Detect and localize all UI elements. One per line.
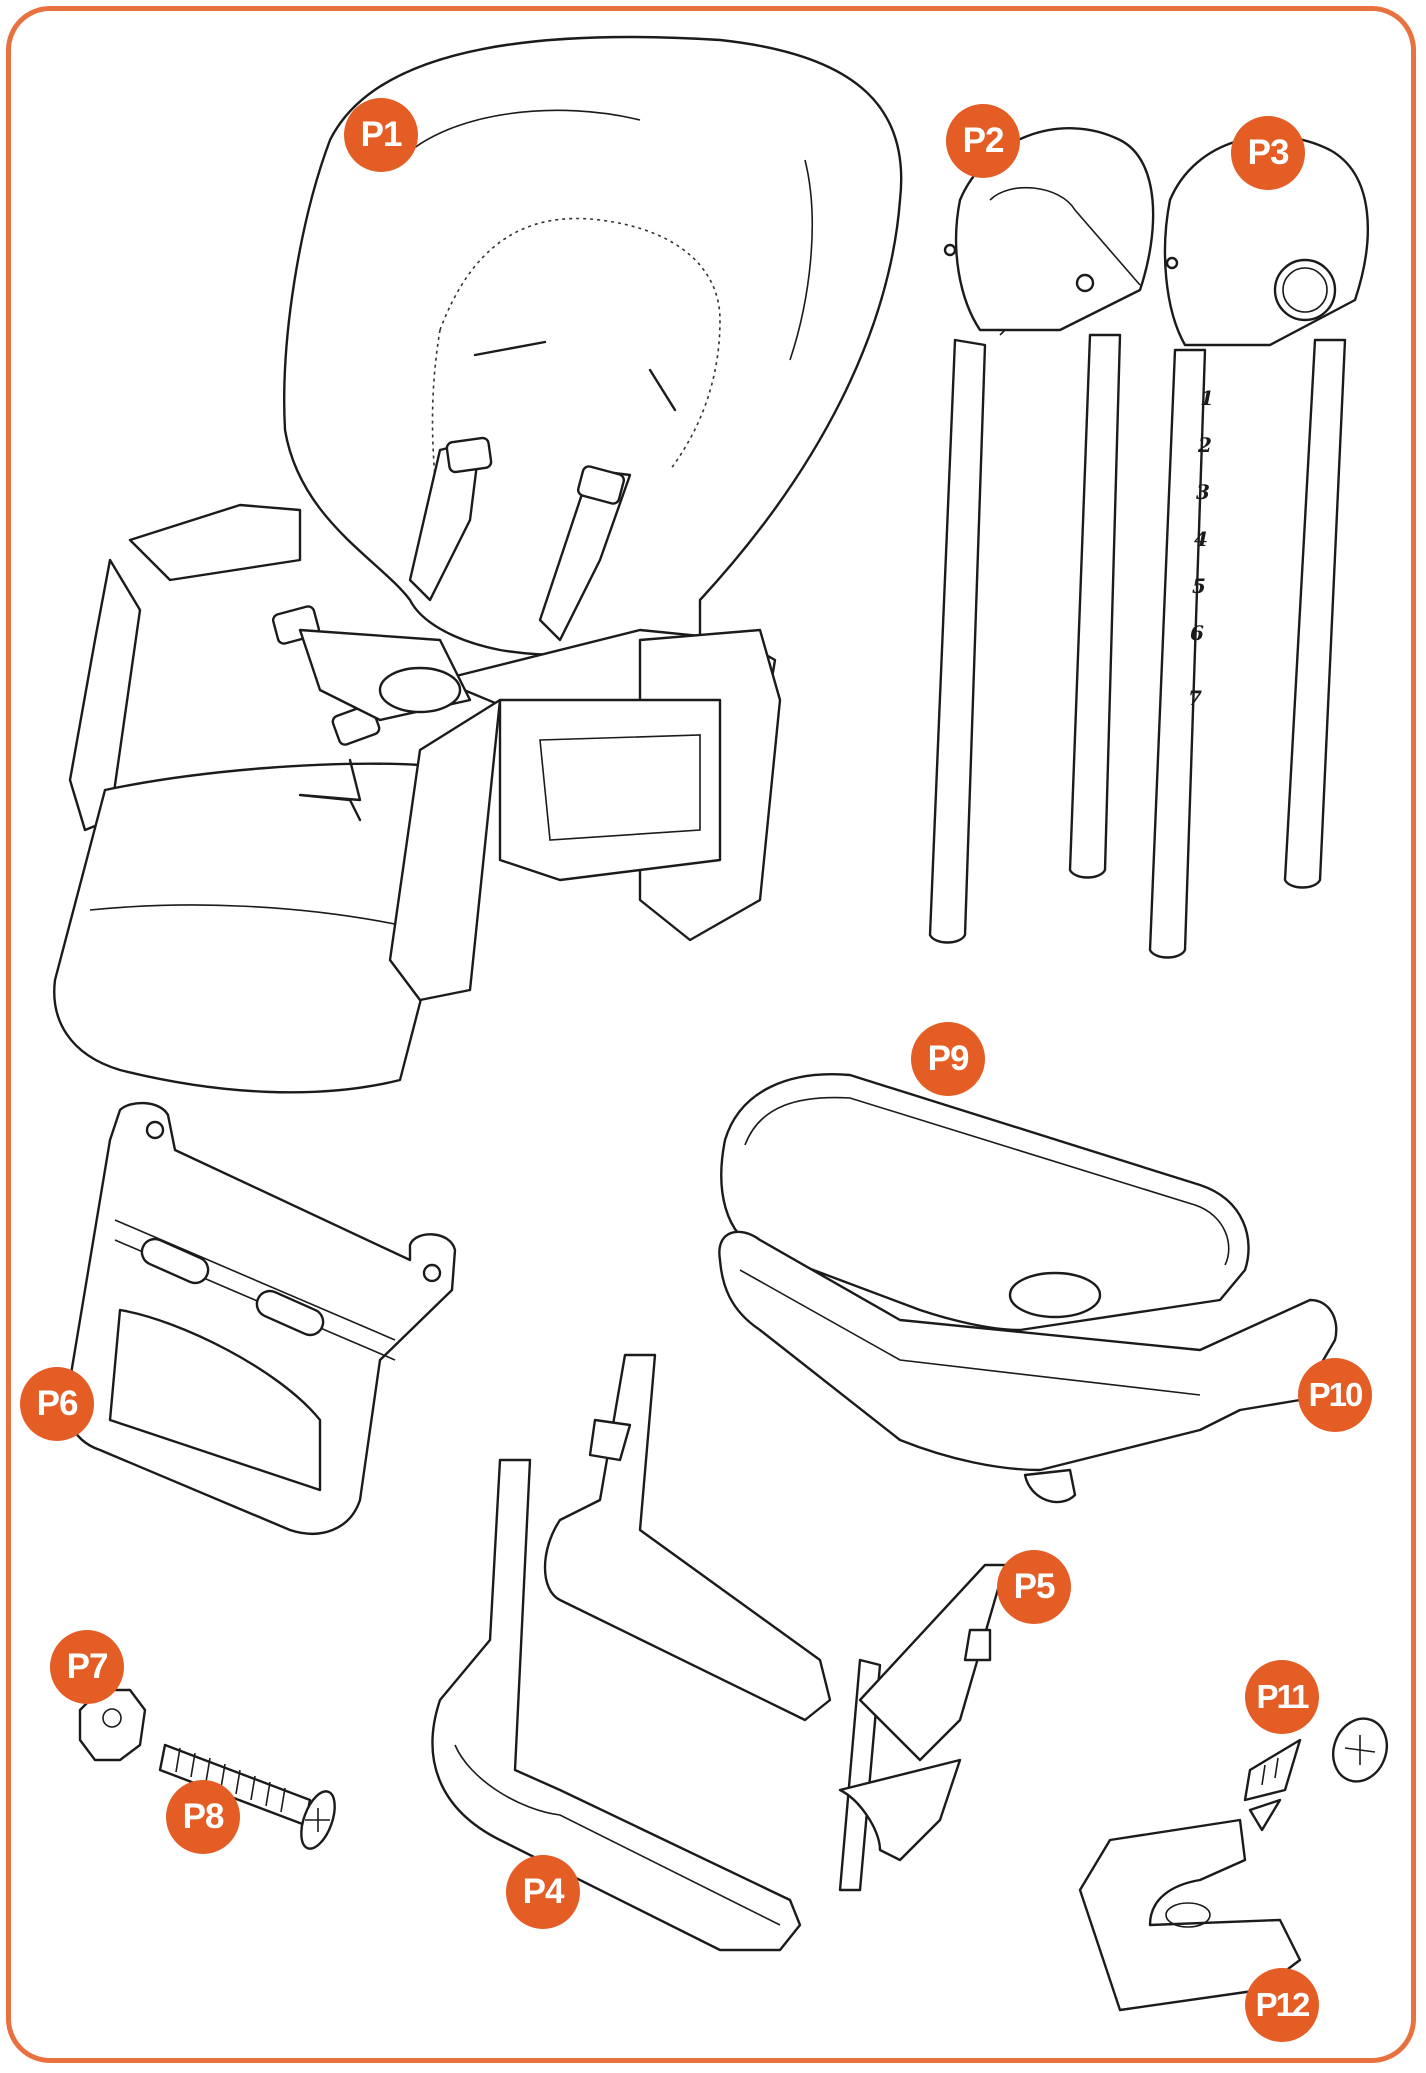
scale-mark-2: 2 — [1197, 433, 1212, 457]
bracket-part-drawing — [1078, 1818, 1302, 2012]
part-label-p5: P5 — [997, 1550, 1071, 1624]
part-label-p9: P9 — [911, 1022, 985, 1096]
part-label-p2: P2 — [946, 104, 1020, 178]
scale-mark-1: 1 — [1200, 386, 1214, 410]
part-label-p8: P8 — [166, 1780, 240, 1854]
screw-part-drawing — [1243, 1717, 1388, 1832]
part-label-p3: P3 — [1231, 116, 1305, 190]
front-legs-part-drawing — [928, 127, 1155, 944]
scale-mark-5: 5 — [1192, 574, 1206, 598]
part-label-p6: P6 — [20, 1367, 94, 1441]
part-label-p10: P10 — [1298, 1358, 1372, 1432]
base-frame-part-drawing — [431, 1353, 1007, 1952]
part-label-p7: P7 — [50, 1630, 124, 1704]
rear-legs-part-drawing: 1 2 3 4 5 6 7 — [1148, 135, 1369, 959]
part-label-p11: P11 — [1245, 1660, 1319, 1734]
part-label-p12: P12 — [1245, 1968, 1319, 2042]
scale-mark-4: 4 — [1194, 527, 1208, 551]
part-label-p4: P4 — [506, 1855, 580, 1929]
scale-mark-7: 7 — [1188, 686, 1202, 710]
scale-mark-6: 6 — [1190, 621, 1204, 645]
scale-mark-3: 3 — [1196, 480, 1210, 504]
footrest-part-drawing — [65, 1101, 457, 1535]
part-label-p1: P1 — [344, 98, 418, 172]
seat-part-drawing — [53, 35, 903, 1094]
tray-part-drawing — [718, 1073, 1338, 1504]
bolt-part-drawing — [158, 1743, 336, 1850]
